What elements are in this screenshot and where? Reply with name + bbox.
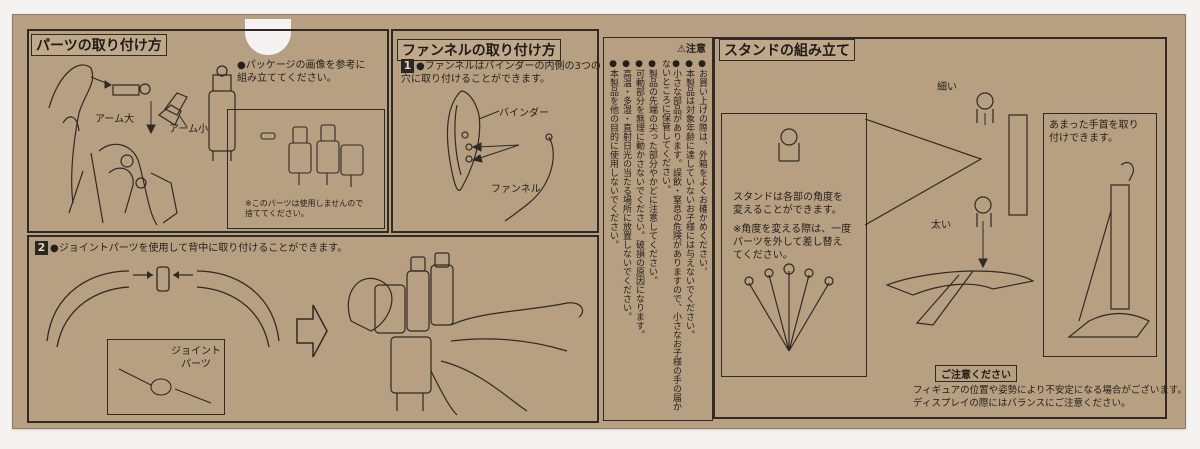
joint-parts-label: ジョイント パーツ <box>171 346 221 370</box>
caution-columns: ●お買い上げの際は、外箱をよくお確かめください。 ●本製品は対象年齢に達していな… <box>607 59 707 415</box>
robot-arm-illustration <box>48 64 188 226</box>
thin-part-label: 細い <box>937 82 957 93</box>
arm-small-label: アーム小 <box>169 124 209 135</box>
step2-number: 2 <box>35 241 48 255</box>
joint-step2: 2●ジョイントパーツを使用して背中に取り付けることができます。 <box>35 241 347 255</box>
unused-parts-box <box>227 109 385 229</box>
stand-angle-box <box>721 113 867 377</box>
notice-text: フィギュアの位置や姿勢により不安定になる場合がございます。 ディスプレイの際には… <box>913 385 1187 409</box>
binder-funnel-illustration <box>446 90 554 222</box>
caution-line-2: ●本製品は対象年齢に達していないお子様には与えないでください。 <box>684 59 694 339</box>
binder-label: バインダー <box>499 108 549 119</box>
funnel-label: ファンネル <box>491 184 541 195</box>
stand-title: スタンドの組み立て <box>719 39 855 61</box>
arm-big-label: アーム大 <box>95 114 135 125</box>
funnel-step1: 1●ファンネルはバインダーの内側の3つの 穴に取り付けることができます。 <box>401 59 601 85</box>
stand-assembly-illustration <box>885 92 1035 326</box>
instruction-sheet: パーツの取り付け方 アーム大 アーム小 ●パッケージの画像を <box>12 14 1187 429</box>
unused-parts-illustration <box>260 124 364 187</box>
caution-line-5: ●可動部分を無理に動かさないでください。破損の原因になります。 <box>634 59 644 339</box>
stand-angle-illustration <box>744 128 834 352</box>
hand-mount-text: あまった手首を取り 付けできます。 <box>1049 120 1139 144</box>
funnel-section <box>391 29 599 233</box>
stand-angle-note: ※角度を変える際は、一度 パーツを外して差し替え てください。 <box>733 224 852 261</box>
stand-section <box>713 37 1167 419</box>
joint-section <box>27 235 599 423</box>
arrow-right-icon <box>296 304 328 358</box>
sheet-notch <box>245 19 291 55</box>
notice-title: ご注意ください <box>935 365 1017 382</box>
stand-pointer-triangle <box>865 119 983 226</box>
caution-line-3: ●小さな部品があります。誤飲・窒息の危険がありますので、小さなお子様の手の届かな… <box>660 59 681 411</box>
caution-section <box>603 37 713 421</box>
hand-mount-box <box>1043 113 1157 357</box>
parts-reference-text: ●パッケージの画像を参考に 組み立ててください。 <box>237 60 366 84</box>
thick-part-label: 太い <box>931 220 951 231</box>
joint-cables-illustration <box>46 266 280 348</box>
thruster-illustration <box>208 65 236 161</box>
joint-detail-box <box>107 339 225 415</box>
unused-parts-note: ※このパーツは使用しませんので 捨ててください。 <box>245 199 364 218</box>
caution-line-7: ●本製品を他の目的に使用しないでください。 <box>608 59 618 249</box>
hand-stand-illustration <box>1067 161 1150 338</box>
parts-title: パーツの取り付け方 <box>31 34 167 56</box>
caution-line-4: ●製品の先端の尖った部分やかどに注意してください。 <box>647 59 657 285</box>
caution-line-6: ●高温・多湿・直射日光の当たる場所に放置しないでください。 <box>621 59 631 321</box>
funnel-title: ファンネルの取り付け方 <box>397 39 561 61</box>
figure-backpack-illustration <box>347 252 584 416</box>
notice-block: ご注意ください フィギュアの位置や姿勢により不安定になる場合がございます。 ディ… <box>913 363 1187 410</box>
step1-number: 1 <box>401 59 414 73</box>
joint-detail-illustration <box>118 368 212 404</box>
caution-line-1: ●お買い上げの際は、外箱をよくお確かめください。 <box>697 59 707 276</box>
parts-section <box>27 29 389 233</box>
caution-header: ⚠注意 <box>677 44 706 55</box>
stand-angle-text: スタンドは各部の角度を 変えることができます。 <box>733 192 843 216</box>
